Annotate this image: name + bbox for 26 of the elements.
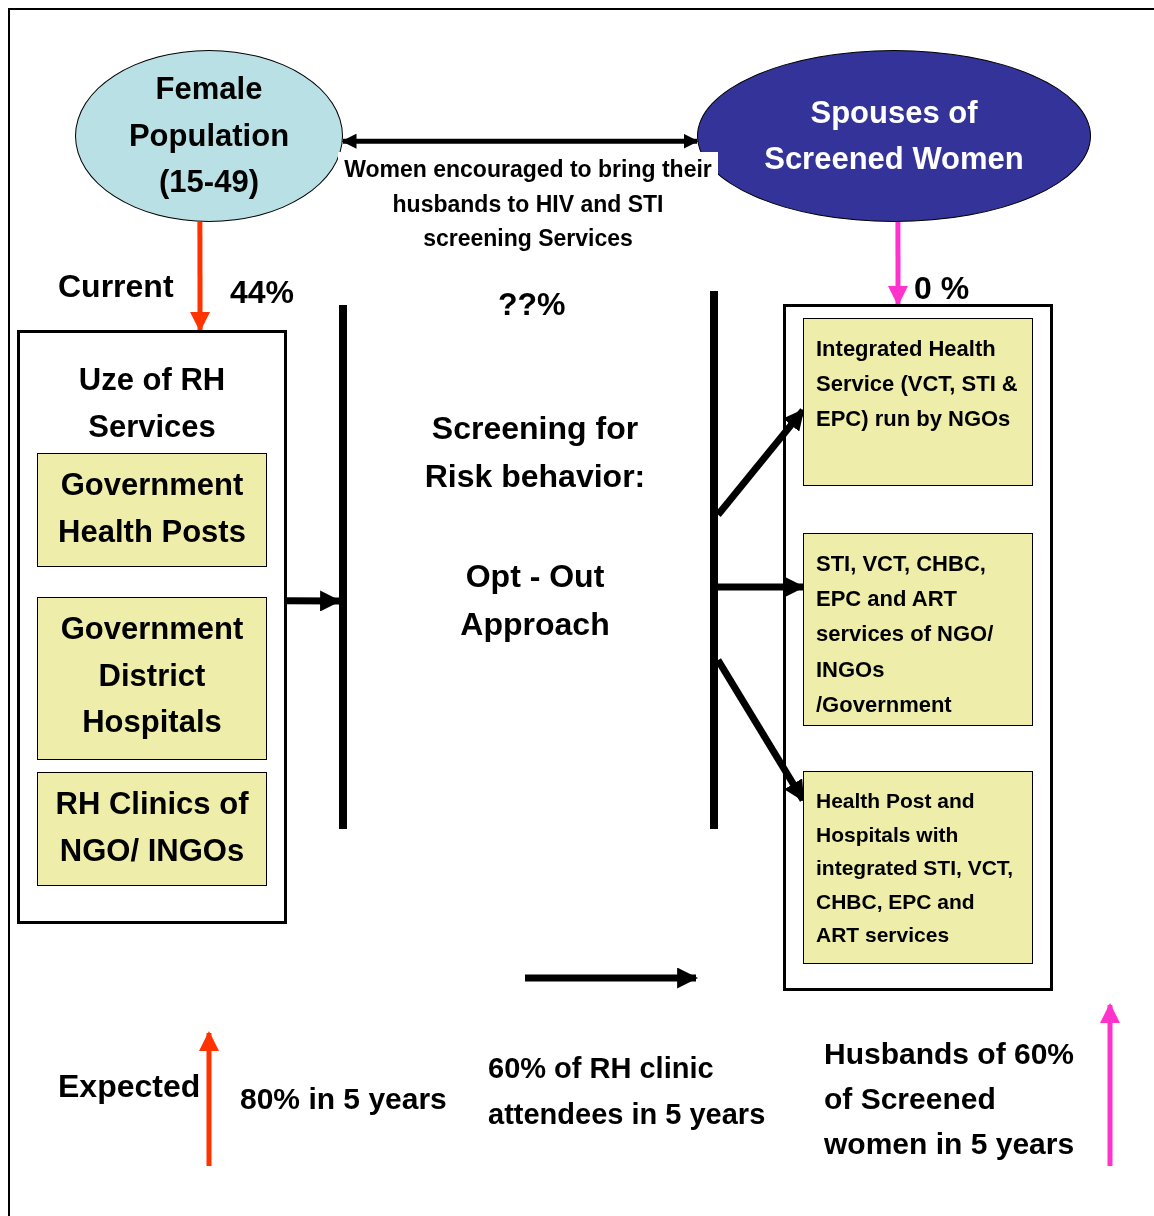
annotation-text: Husbands of 60% of Screened women in 5 years xyxy=(824,1036,1076,1162)
annotation-text: Screening for Risk behavior: xyxy=(423,409,647,496)
annotation-text: 0 % xyxy=(914,269,970,308)
arrow xyxy=(190,222,211,332)
service-box: Government District Hospitals xyxy=(37,597,267,760)
service-box: Health Post and Hospitals with integrated STI, VCT, CHBC, EPC and ART services xyxy=(803,771,1033,964)
annotation-text: 44% xyxy=(230,273,295,312)
annotation-text: Expected xyxy=(58,1067,201,1106)
vertical-bar xyxy=(710,291,718,829)
annotation-text: Opt - Out Approach xyxy=(459,557,611,644)
container-box xyxy=(783,304,1053,991)
annotation-text: Current xyxy=(58,267,174,306)
service-box: Integrated Health Service (VCT, STI & EPC) run by NGOs xyxy=(803,318,1033,486)
service-box: STI, VCT, CHBC, EPC and ART services of NGO/ INGOs /Government xyxy=(803,533,1033,726)
vertical-bar xyxy=(339,305,347,829)
annotation-text: 60% of RH clinic attendees in 5 years xyxy=(488,1051,767,1133)
arrow xyxy=(287,590,342,612)
annotation-text: 80% in 5 years xyxy=(240,1081,447,1117)
service-box: RH Clinics of NGO/ INGOs xyxy=(37,772,267,886)
services-box xyxy=(17,330,287,924)
arrow xyxy=(341,133,699,149)
service-box: Government Health Posts xyxy=(37,453,267,567)
box-heading: Uze of RH Services xyxy=(77,361,227,446)
arrow xyxy=(888,222,908,306)
annotation-text: ??% xyxy=(498,285,566,324)
population-ellipse: Female Population (15-49) xyxy=(75,50,343,222)
